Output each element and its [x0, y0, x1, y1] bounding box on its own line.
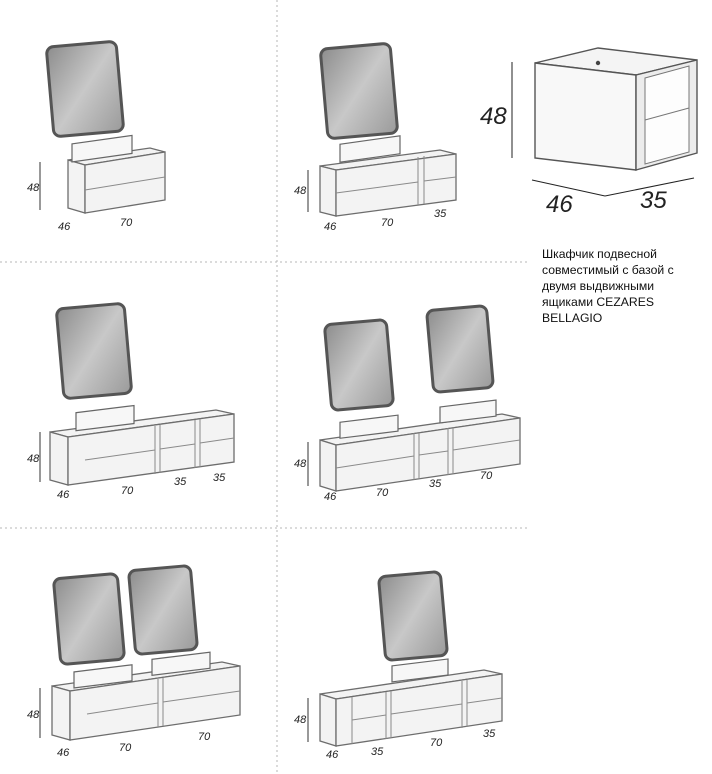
product-description: Шкафчик подвесной совместимый с базой с …: [542, 246, 712, 326]
config-6-width-1: 35: [371, 746, 384, 758]
config-3: 48 46 70 35 35: [27, 302, 235, 501]
config-3-width-3: 35: [213, 472, 226, 484]
config-5-width-2: 70: [198, 731, 211, 743]
config-6: 48 46 35 70 35: [294, 570, 503, 761]
main-cabinet-drawing: 48 46 35: [480, 47, 698, 218]
description-line-5: BELLAGIO: [542, 311, 603, 325]
mirror: [323, 318, 395, 412]
mirror: [55, 302, 133, 400]
config-4-width-1: 70: [376, 487, 389, 499]
config-6-height: 48: [294, 714, 307, 726]
config-4: 48 46 70 35 70: [294, 304, 521, 503]
config-3-height: 48: [27, 453, 40, 465]
config-3-depth: 46: [57, 489, 70, 501]
config-5-width-1: 70: [119, 742, 132, 754]
description-line-2: совместимый с базой с: [542, 263, 674, 277]
config-5: 48 46 70 70: [27, 564, 241, 759]
description-line-1: Шкафчик подвесной: [542, 247, 657, 261]
main-height-label: 48: [480, 103, 507, 130]
mirror: [425, 304, 495, 394]
config-2-width-2: 35: [434, 208, 447, 220]
config-1-width-1: 70: [120, 217, 133, 229]
config-2-depth: 46: [324, 221, 337, 233]
config-4-height: 48: [294, 458, 307, 470]
mirror: [45, 40, 125, 138]
config-2-width-1: 70: [381, 217, 394, 229]
mirror: [319, 42, 399, 140]
mirror: [52, 572, 126, 666]
config-4-width-3: 70: [480, 470, 493, 482]
config-6-depth: 46: [326, 749, 339, 761]
config-3-width-2: 35: [174, 476, 187, 488]
description-line-3: двумя выдвижными: [542, 279, 655, 293]
config-1-depth: 46: [58, 221, 71, 233]
config-6-width-2: 70: [430, 737, 443, 749]
config-4-width-2: 35: [429, 478, 442, 490]
config-3-width-1: 70: [121, 485, 134, 497]
mirror: [127, 564, 199, 656]
main-width-label: 35: [640, 187, 667, 214]
config-5-height: 48: [27, 709, 40, 721]
config-2: 48 46 70 35: [294, 42, 457, 233]
mirror: [377, 570, 449, 662]
config-5-depth: 46: [57, 747, 70, 759]
description-line-4: ящиками CEZARES: [542, 295, 654, 309]
config-1-height: 48: [27, 182, 40, 194]
main-depth-label: 46: [546, 191, 573, 218]
config-6-width-3: 35: [483, 728, 496, 740]
config-2-height: 48: [294, 185, 307, 197]
config-4-depth: 46: [324, 491, 337, 503]
config-1: 48 46 70: [27, 40, 166, 233]
